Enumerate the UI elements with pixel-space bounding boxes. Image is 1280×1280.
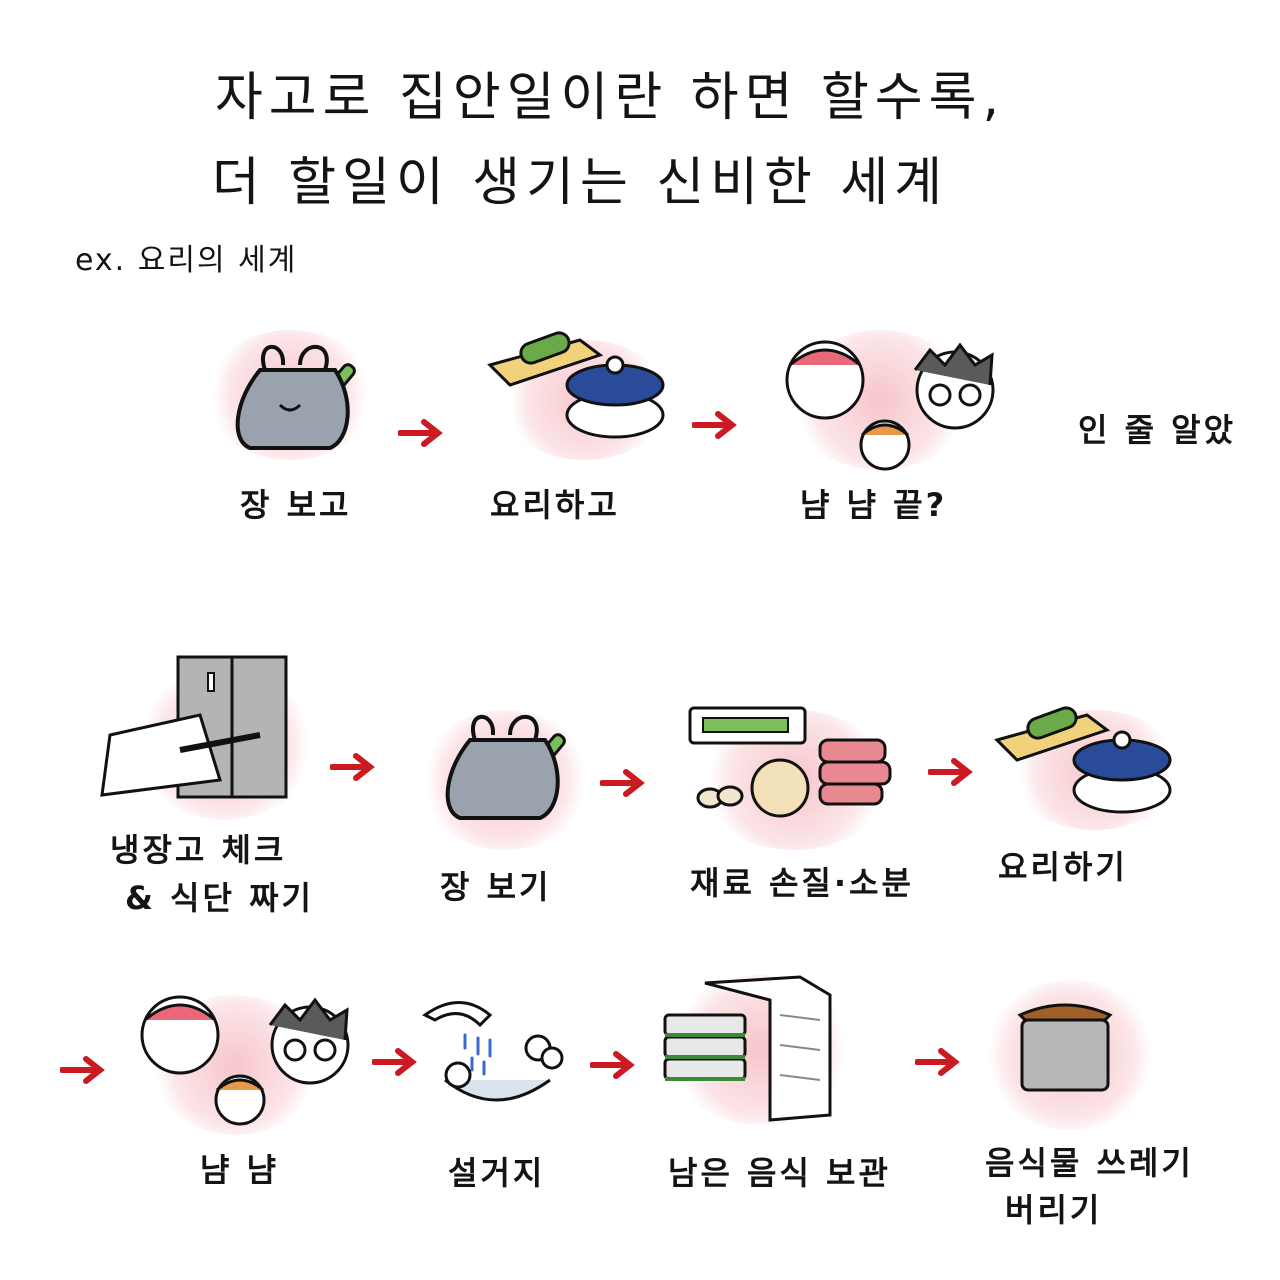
ingredients-icon (685, 700, 905, 820)
dish-washing-icon (420, 990, 570, 1120)
step-label: 설거지 (448, 1154, 546, 1192)
food-waste-bin-icon (1010, 990, 1120, 1100)
fridge-calendar-icon (100, 655, 300, 805)
red-arrow-icon (372, 1048, 417, 1076)
step-label: 냠 냠 끝? (800, 486, 948, 524)
family-eating-icon (135, 990, 355, 1130)
cutting-board-pot-icon (992, 695, 1182, 815)
red-arrow-icon (600, 769, 645, 797)
thought-suffix: 인 줄 알았 (1078, 411, 1237, 449)
title-line-2: 더 할일이 생기는 신비한 세계 (211, 153, 949, 213)
red-arrow-icon (330, 753, 375, 781)
step-label: 재료 손질·소분 (690, 864, 914, 902)
red-arrow-icon (692, 411, 737, 439)
step-label: 장 보고 (240, 486, 352, 524)
step-label: 음식물 쓰레기 (985, 1144, 1194, 1182)
step-label: 요리하고 (490, 486, 620, 524)
cutting-board-pot-icon (485, 320, 675, 440)
shopping-bag-icon (435, 700, 575, 825)
subtitle: ex. 요리의 세계 (75, 243, 298, 278)
container-storage-icon (660, 975, 840, 1125)
red-arrow-icon (590, 1051, 635, 1079)
step-label: & 식단 짜기 (125, 879, 314, 917)
step-label: 장 보기 (440, 868, 552, 906)
step-label: 남은 음식 보관 (668, 1154, 891, 1192)
shopping-bag-icon (225, 330, 365, 455)
red-arrow-icon (915, 1048, 960, 1076)
step-label: 냉장고 체크 (110, 831, 287, 869)
red-arrow-icon (60, 1056, 105, 1084)
red-arrow-icon (398, 419, 443, 447)
red-arrow-icon (928, 758, 973, 786)
title-line-1: 자고로 집안일이란 하면 할수록, (214, 68, 1006, 128)
step-label: 냠 냠 (200, 1151, 280, 1189)
step-label: 요리하기 (998, 848, 1128, 886)
family-eating-icon (780, 335, 1000, 475)
step-label: 버리기 (1005, 1191, 1103, 1229)
